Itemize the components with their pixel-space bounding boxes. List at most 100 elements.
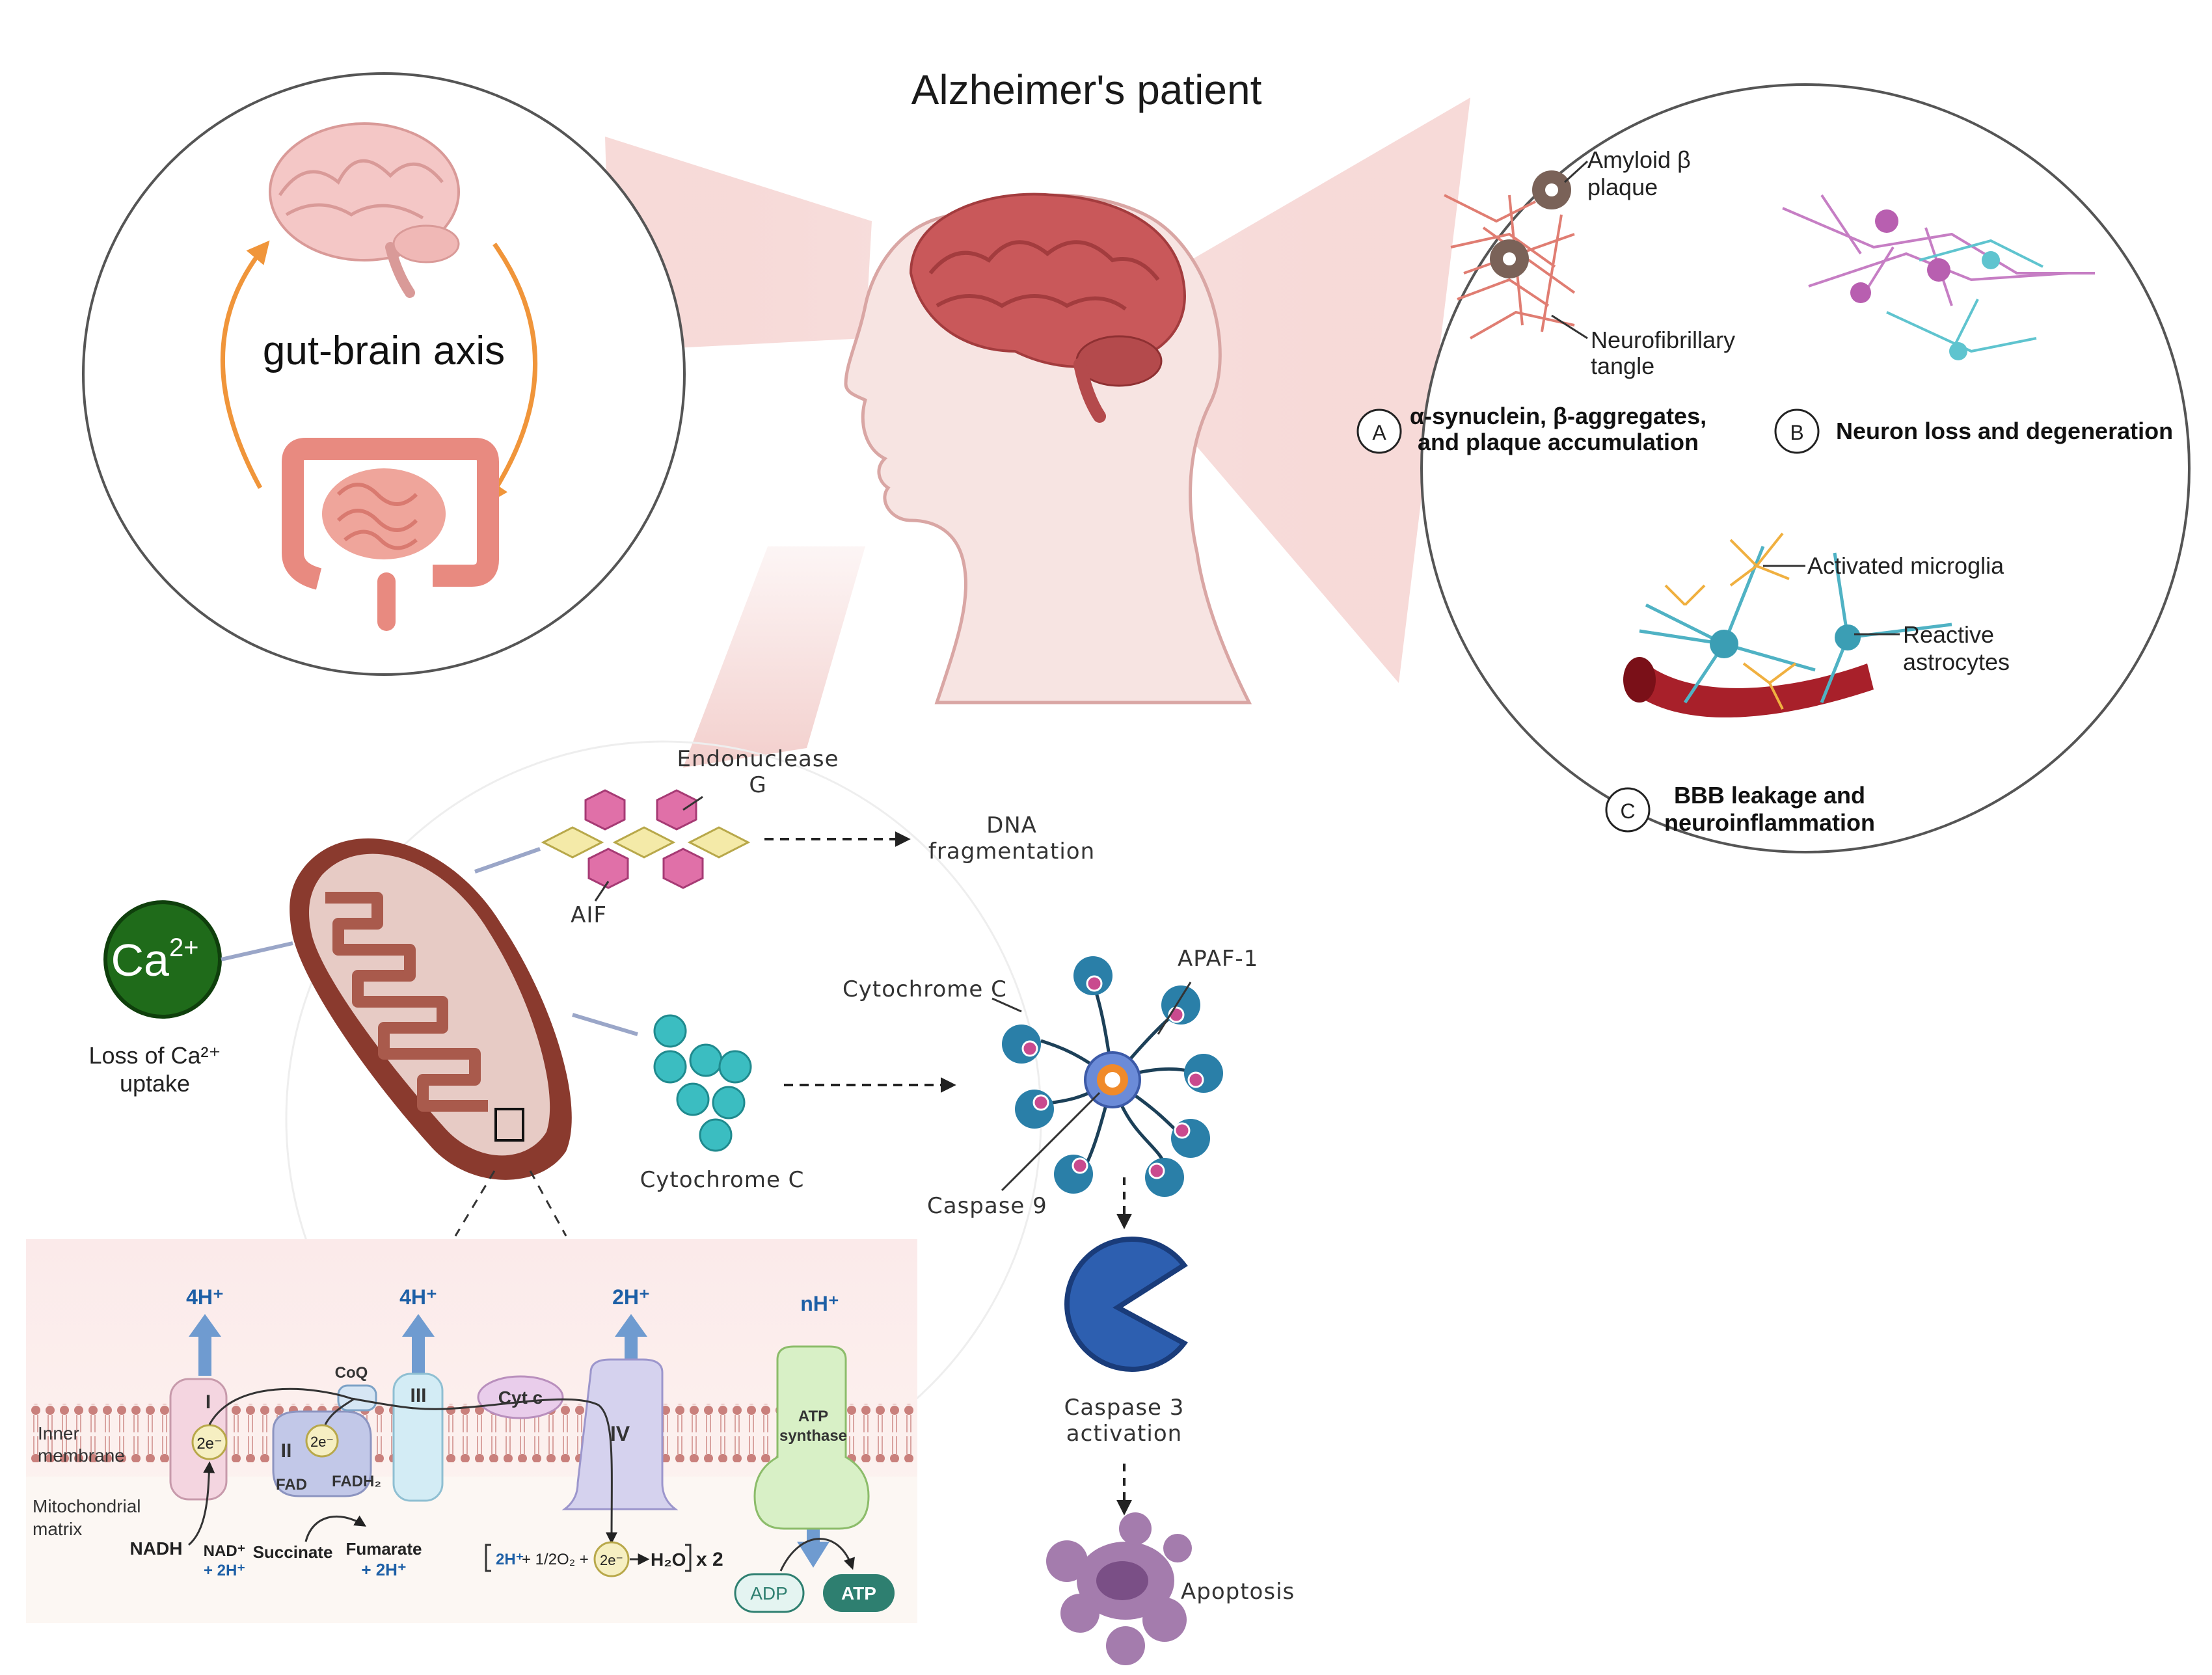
atp-synthase (753, 1345, 870, 1530)
tangle-pointer (1551, 314, 1588, 340)
tangle-label-1: Neurofibrillary (1591, 327, 1735, 353)
gut-brain-label: gut-brain axis (263, 328, 505, 373)
cytochrome-c-label-bottom: Cytochrome C (640, 1167, 805, 1193)
electron-2-label: 2e⁻ (310, 1434, 334, 1450)
fumarate-label-1: Fumarate (345, 1539, 422, 1559)
intestine-icon (282, 438, 499, 631)
complex-iii-label: III (410, 1385, 426, 1406)
endonuclease-label-2: G (749, 772, 766, 798)
amyloid-pointer (1563, 160, 1589, 183)
apoptosis-label: Apoptosis (1181, 1579, 1295, 1605)
proton-label-4: 2H⁺ (612, 1285, 650, 1309)
caspase-3-label-1: Caspase 3 (1064, 1395, 1185, 1421)
zoom-line-right (529, 1170, 567, 1237)
apoptosome-icon (1002, 956, 1223, 1197)
brain-icon (269, 122, 460, 298)
apaf-pointer (1157, 982, 1192, 1035)
water-o2: + 1/2O₂ + (522, 1551, 589, 1568)
electron-1 (191, 1424, 228, 1460)
proton-label-3: 4H⁺ (399, 1285, 437, 1309)
orange-arrow-up (220, 240, 270, 489)
atp-pill (823, 1574, 895, 1612)
a-caption-1: α-synuclein, β-aggregates, (1410, 403, 1706, 429)
proton-arrow-atp (797, 1509, 830, 1568)
mito-to-cytc-connector (572, 1013, 638, 1036)
calcium-loss-label-2: uptake (120, 1070, 190, 1097)
calcium-icon (103, 900, 222, 1019)
aif-label: AIF (571, 902, 607, 928)
casp9-pointer (1001, 1092, 1101, 1192)
water-h: 2H⁺ (496, 1551, 524, 1568)
water-bracket-right (685, 1544, 692, 1572)
atp-synthase-label-2: synthase (779, 1427, 847, 1445)
dna-label-2: fragmentation (928, 838, 1095, 864)
nadh-label: NADH (130, 1538, 183, 1559)
neuron-icon (1782, 194, 2095, 360)
complex-iii (392, 1373, 444, 1502)
cytc-top-pointer (991, 997, 1022, 1013)
matrix-label-2: matrix (33, 1519, 82, 1539)
amyloid-plaque-icon (1490, 170, 1571, 278)
zoom-line-left (454, 1170, 496, 1237)
apoptosis-icon (1046, 1512, 1192, 1665)
a-caption-2: and plaque accumulation (1418, 429, 1699, 455)
blood-vessel-icon (1623, 657, 1874, 717)
nad-label-1: NAD⁺ (204, 1542, 246, 1560)
electron-2 (305, 1424, 339, 1458)
right-projection-cone (1171, 98, 1470, 683)
c-letter: C (1620, 799, 1635, 823)
proton-label-1: 4H⁺ (186, 1285, 224, 1309)
etc-panel: Inner membrane Mitochondrial matrix 4H⁺ … (26, 1239, 917, 1623)
electron-3-label: 2e⁻ (600, 1552, 623, 1568)
calcium-connector (221, 941, 293, 961)
dna-label-1: DNA (986, 812, 1037, 838)
atp-synthase-label-1: ATP (798, 1408, 828, 1425)
b-letter: B (1790, 421, 1803, 444)
microglia-icon (1664, 532, 1797, 710)
caspase-3-label-2: activation (1066, 1421, 1182, 1447)
fumarate-label-2: + 2H⁺ (361, 1560, 406, 1579)
mito-to-endo-connector (474, 847, 541, 874)
coq-label: CoQ (335, 1364, 368, 1382)
endo-pointer (682, 796, 703, 811)
c-caption-1: BBB leakage and (1674, 782, 1865, 809)
patient-head (844, 193, 1252, 704)
c-marker (1605, 787, 1651, 833)
pathology-panel: Amyloid β plaque Neurofibrillary tangle … (1356, 83, 2191, 853)
complex-i-label: I (206, 1391, 211, 1413)
water-bracket-left (485, 1544, 491, 1572)
a-letter: A (1372, 421, 1386, 444)
astrocyte-label-2: astrocytes (1903, 649, 2010, 675)
fadh2-label: FADH₂ (332, 1473, 381, 1490)
complex-ii-label: II (281, 1440, 292, 1462)
electron-path (208, 1387, 618, 1544)
inner-membrane-label-2: membrane (38, 1445, 125, 1466)
c-caption-2: neuroinflammation (1664, 809, 1875, 836)
nad-label-2: + 2H⁺ (204, 1562, 245, 1579)
inner-membrane-label-1: Inner (38, 1423, 79, 1443)
endonuclease-g-icon (584, 789, 704, 889)
aif-icon (541, 826, 751, 859)
matrix-label-1: Mitochondrial (33, 1496, 141, 1516)
succinate-arrow (304, 1515, 367, 1542)
complex-iv (561, 1358, 679, 1510)
gut-brain-panel: gut-brain axis (82, 72, 686, 676)
nadh-arrow (188, 1461, 215, 1546)
head-brain-icon (909, 193, 1186, 368)
tangle-label-2: tangle (1591, 353, 1654, 379)
orange-arrow-down (485, 242, 537, 505)
cytochrome-c-label-top: Cytochrome C (843, 976, 1007, 1002)
water-product: H₂O (651, 1549, 686, 1570)
calcium-loss-label-1: Loss of Ca²⁺ (88, 1042, 221, 1069)
astrocyte-icon (1639, 546, 1952, 704)
microglia-label: Activated microglia (1807, 552, 2004, 579)
electron-3 (593, 1541, 630, 1577)
zoom-box (494, 1108, 524, 1142)
down-projection-cone (683, 546, 865, 768)
page-title: Alzheimer's patient (911, 66, 1262, 113)
adp-pill (734, 1573, 805, 1613)
astrocyte-label-1: Reactive (1903, 621, 1994, 648)
proton-arrow-1 (189, 1314, 221, 1376)
b-caption: Neuron loss and degeneration (1836, 418, 2173, 444)
endonuclease-label-1: Endonuclease (677, 746, 839, 772)
